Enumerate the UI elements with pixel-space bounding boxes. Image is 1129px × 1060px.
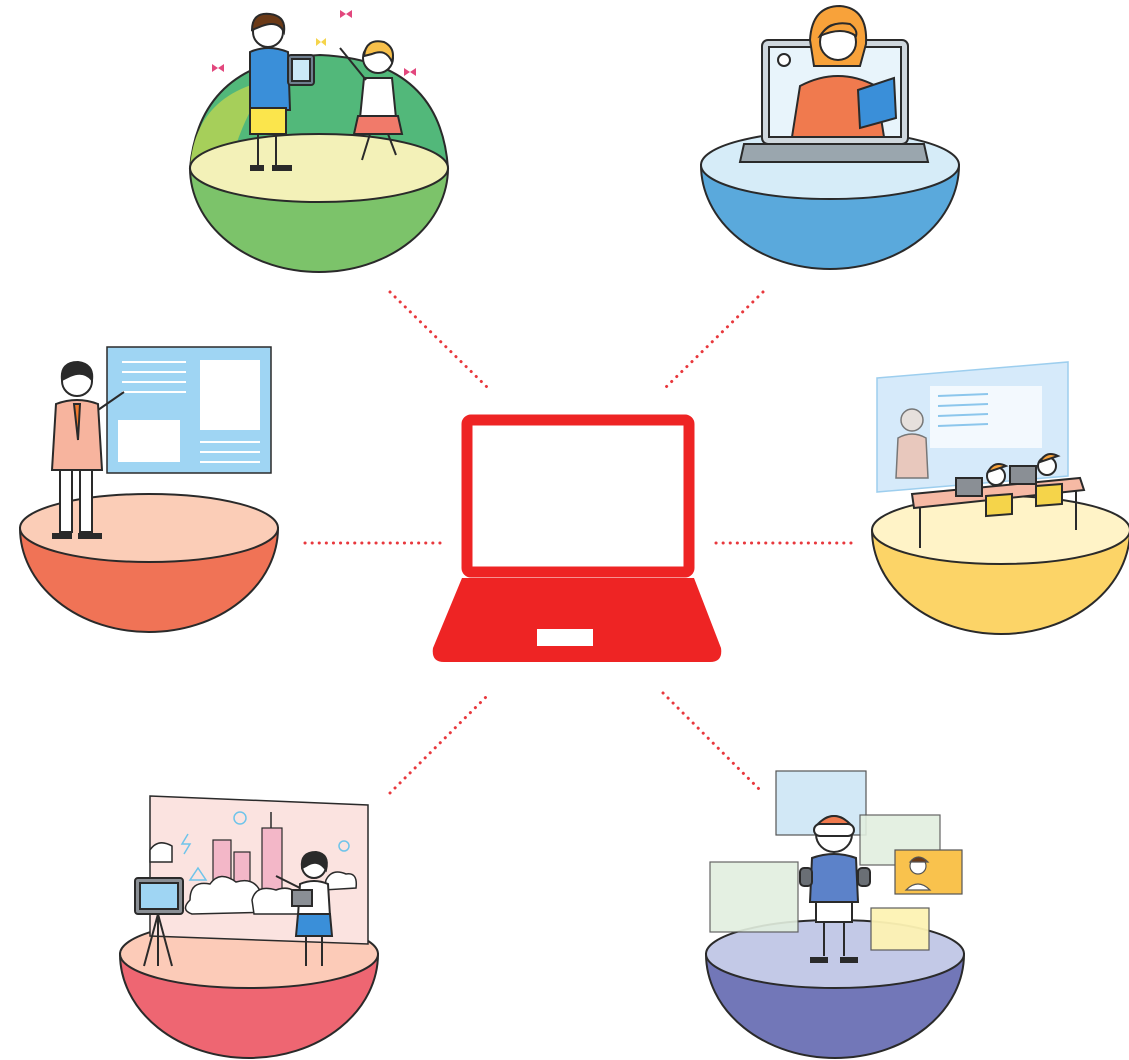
scene-teacher-presentation bbox=[18, 346, 280, 633]
student-desks bbox=[910, 453, 1086, 548]
projection-screen bbox=[876, 361, 1069, 493]
butterfly-icons bbox=[212, 10, 416, 76]
connector-bottom-right bbox=[661, 691, 765, 795]
male-teacher-figure bbox=[50, 360, 125, 539]
connector-bottom-left bbox=[388, 691, 492, 795]
vr-student-figure bbox=[799, 815, 871, 963]
connector-top-left bbox=[388, 290, 492, 392]
scene-vr-learning bbox=[704, 770, 966, 1059]
boy-figure bbox=[249, 12, 315, 171]
scene-classroom-projection bbox=[870, 361, 1129, 635]
presentation-board bbox=[106, 346, 272, 474]
city-backdrop bbox=[149, 795, 369, 945]
scene-outdoor-learning bbox=[188, 10, 450, 273]
connector-top-right bbox=[661, 290, 765, 392]
connectors bbox=[303, 290, 854, 795]
scene-online-video-lesson bbox=[699, 4, 961, 270]
monitor-on-tripod bbox=[134, 877, 184, 967]
student-presenter-figure bbox=[275, 850, 334, 966]
floating-panels bbox=[709, 770, 963, 951]
scene-media-studio bbox=[118, 795, 380, 1059]
girl-figure bbox=[339, 40, 404, 161]
teacher-figure bbox=[777, 4, 898, 138]
laptop-icon bbox=[432, 414, 722, 662]
